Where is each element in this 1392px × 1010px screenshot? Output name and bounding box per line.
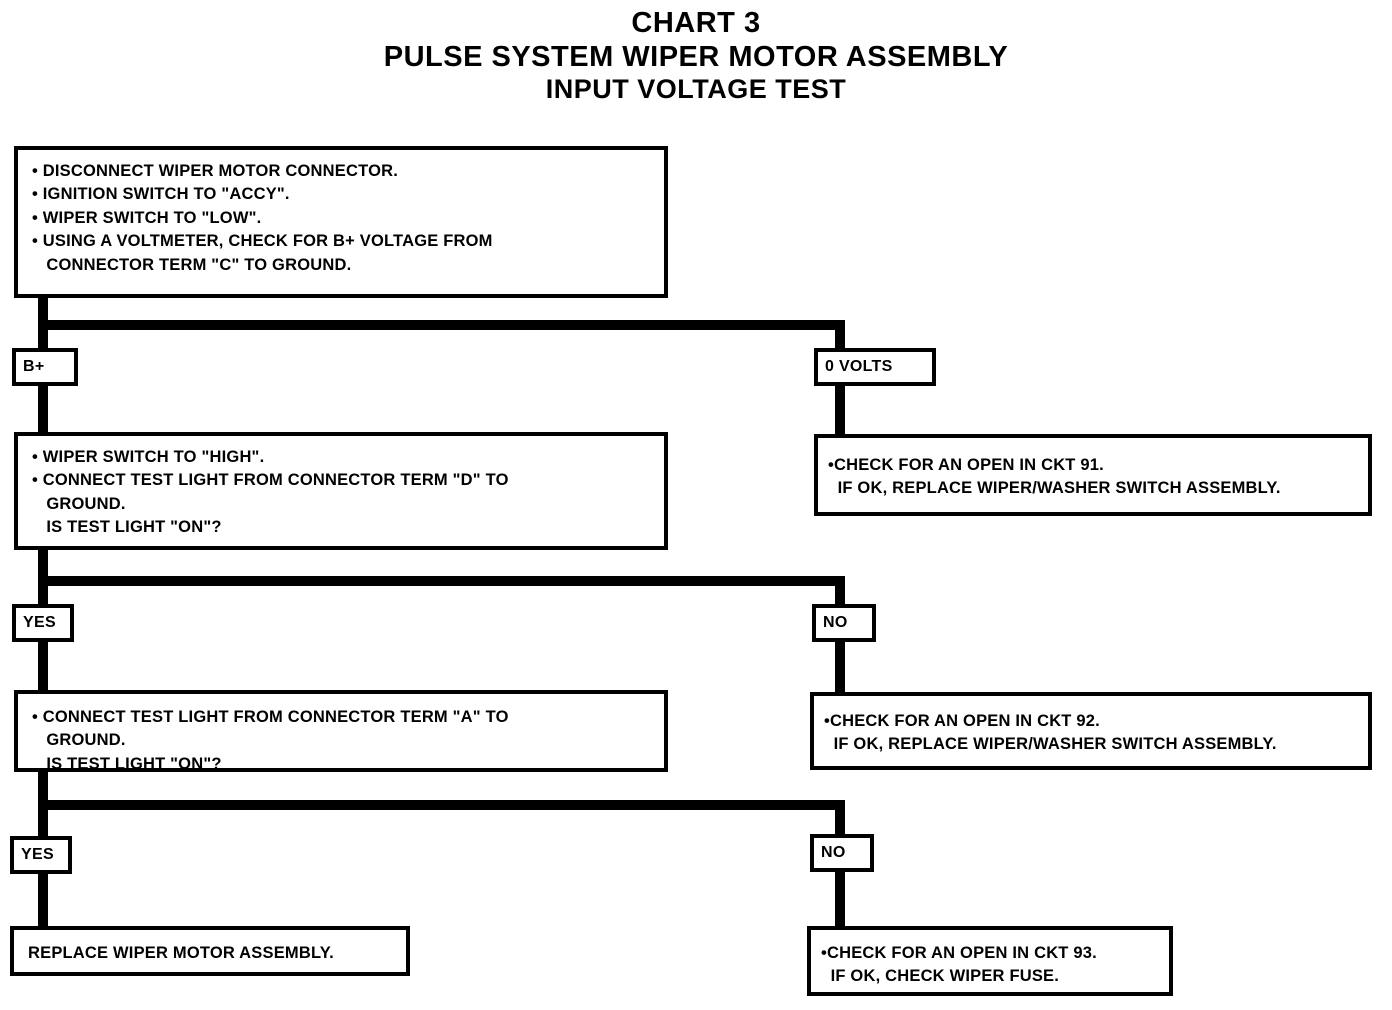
connector-yes1-to-step3 bbox=[38, 636, 48, 692]
ckt-93-text: •CHECK FOR AN OPEN IN CKT 93. IF OK, CHE… bbox=[821, 944, 1097, 986]
connector-zerovolts-to-ckt91 bbox=[835, 380, 845, 436]
step-2-left-text: • WIPER SWITCH TO "HIGH". • CONNECT TEST… bbox=[32, 448, 509, 537]
branch-label-no-1: NO bbox=[812, 604, 876, 642]
ckt-91-result-box: •CHECK FOR AN OPEN IN CKT 91. IF OK, REP… bbox=[814, 434, 1372, 516]
connector-step3-down bbox=[38, 770, 48, 806]
chart-title-line-2: PULSE SYSTEM WIPER MOTOR ASSEMBLY bbox=[383, 41, 1009, 74]
branch-label-no-1-text: NO bbox=[823, 614, 848, 631]
connector-no2-to-ckt93 bbox=[835, 866, 845, 930]
ckt-91-body: •CHECK FOR AN OPEN IN CKT 91. IF OK, REP… bbox=[828, 454, 1362, 501]
branch-label-no-2: NO bbox=[810, 834, 874, 872]
ckt-91-text: •CHECK FOR AN OPEN IN CKT 91. IF OK, REP… bbox=[828, 456, 1281, 498]
chart-title-line-1: CHART 3 bbox=[631, 7, 761, 39]
connector-branch-bar-1 bbox=[38, 320, 845, 330]
branch-label-zero-volts: 0 VOLTS bbox=[814, 348, 936, 386]
step-2-left-body: • WIPER SWITCH TO "HIGH". • CONNECT TEST… bbox=[32, 446, 658, 540]
ckt-92-text: •CHECK FOR AN OPEN IN CKT 92. IF OK, REP… bbox=[824, 712, 1277, 754]
connector-no1-stem bbox=[835, 576, 845, 611]
replace-wiper-motor-text: REPLACE WIPER MOTOR ASSEMBLY. bbox=[28, 944, 334, 962]
branch-label-yes-1: YES bbox=[12, 604, 74, 642]
connector-branch-bar-2 bbox=[38, 576, 845, 586]
step-3-left-body: • CONNECT TEST LIGHT FROM CONNECTOR TERM… bbox=[32, 706, 658, 776]
connector-step1-down bbox=[38, 296, 48, 330]
step-1-instruction-box: • DISCONNECT WIPER MOTOR CONNECTOR. • IG… bbox=[14, 146, 668, 298]
branch-label-no-2-text: NO bbox=[821, 844, 846, 861]
connector-branch-bar-3 bbox=[38, 800, 845, 810]
ckt-93-body: •CHECK FOR AN OPEN IN CKT 93. IF OK, CHE… bbox=[821, 942, 1163, 989]
branch-label-yes-2: YES bbox=[10, 836, 72, 874]
connector-yes2-stem bbox=[38, 800, 48, 840]
connector-no2-stem bbox=[835, 800, 845, 838]
step-3-left-instruction-box: • CONNECT TEST LIGHT FROM CONNECTOR TERM… bbox=[14, 690, 668, 773]
connector-yes2-to-replace bbox=[38, 868, 48, 930]
replace-wiper-motor-body: REPLACE WIPER MOTOR ASSEMBLY. bbox=[28, 942, 400, 965]
connector-step2-down bbox=[38, 548, 48, 582]
branch-label-yes-2-text: YES bbox=[21, 846, 54, 863]
step-1-text: • DISCONNECT WIPER MOTOR CONNECTOR. • IG… bbox=[32, 162, 493, 274]
connector-bplus-stem bbox=[38, 320, 48, 356]
branch-label-b-plus-text: B+ bbox=[23, 358, 45, 375]
step-1-body: • DISCONNECT WIPER MOTOR CONNECTOR. • IG… bbox=[32, 160, 658, 277]
branch-label-yes-1-text: YES bbox=[23, 614, 56, 631]
branch-label-b-plus: B+ bbox=[12, 348, 78, 386]
step-2-left-instruction-box: • WIPER SWITCH TO "HIGH". • CONNECT TEST… bbox=[14, 432, 668, 550]
connector-zerovolts-stem bbox=[835, 320, 845, 356]
connector-yes1-stem bbox=[38, 576, 48, 611]
connector-no1-to-ckt92 bbox=[835, 636, 845, 692]
chart-title: CHART 3 PULSE SYSTEM WIPER MOTOR ASSEMBL… bbox=[0, 6, 1392, 106]
branch-label-zero-volts-text: 0 VOLTS bbox=[825, 358, 893, 375]
chart-title-line-3: INPUT VOLTAGE TEST bbox=[545, 74, 847, 105]
connector-bplus-to-step2 bbox=[38, 380, 48, 436]
ckt-92-body: •CHECK FOR AN OPEN IN CKT 92. IF OK, REP… bbox=[824, 710, 1362, 757]
step-3-left-text: • CONNECT TEST LIGHT FROM CONNECTOR TERM… bbox=[32, 708, 509, 773]
replace-wiper-motor-box: REPLACE WIPER MOTOR ASSEMBLY. bbox=[10, 926, 410, 976]
ckt-92-result-box: •CHECK FOR AN OPEN IN CKT 92. IF OK, REP… bbox=[810, 692, 1372, 770]
ckt-93-result-box: •CHECK FOR AN OPEN IN CKT 93. IF OK, CHE… bbox=[807, 926, 1173, 996]
